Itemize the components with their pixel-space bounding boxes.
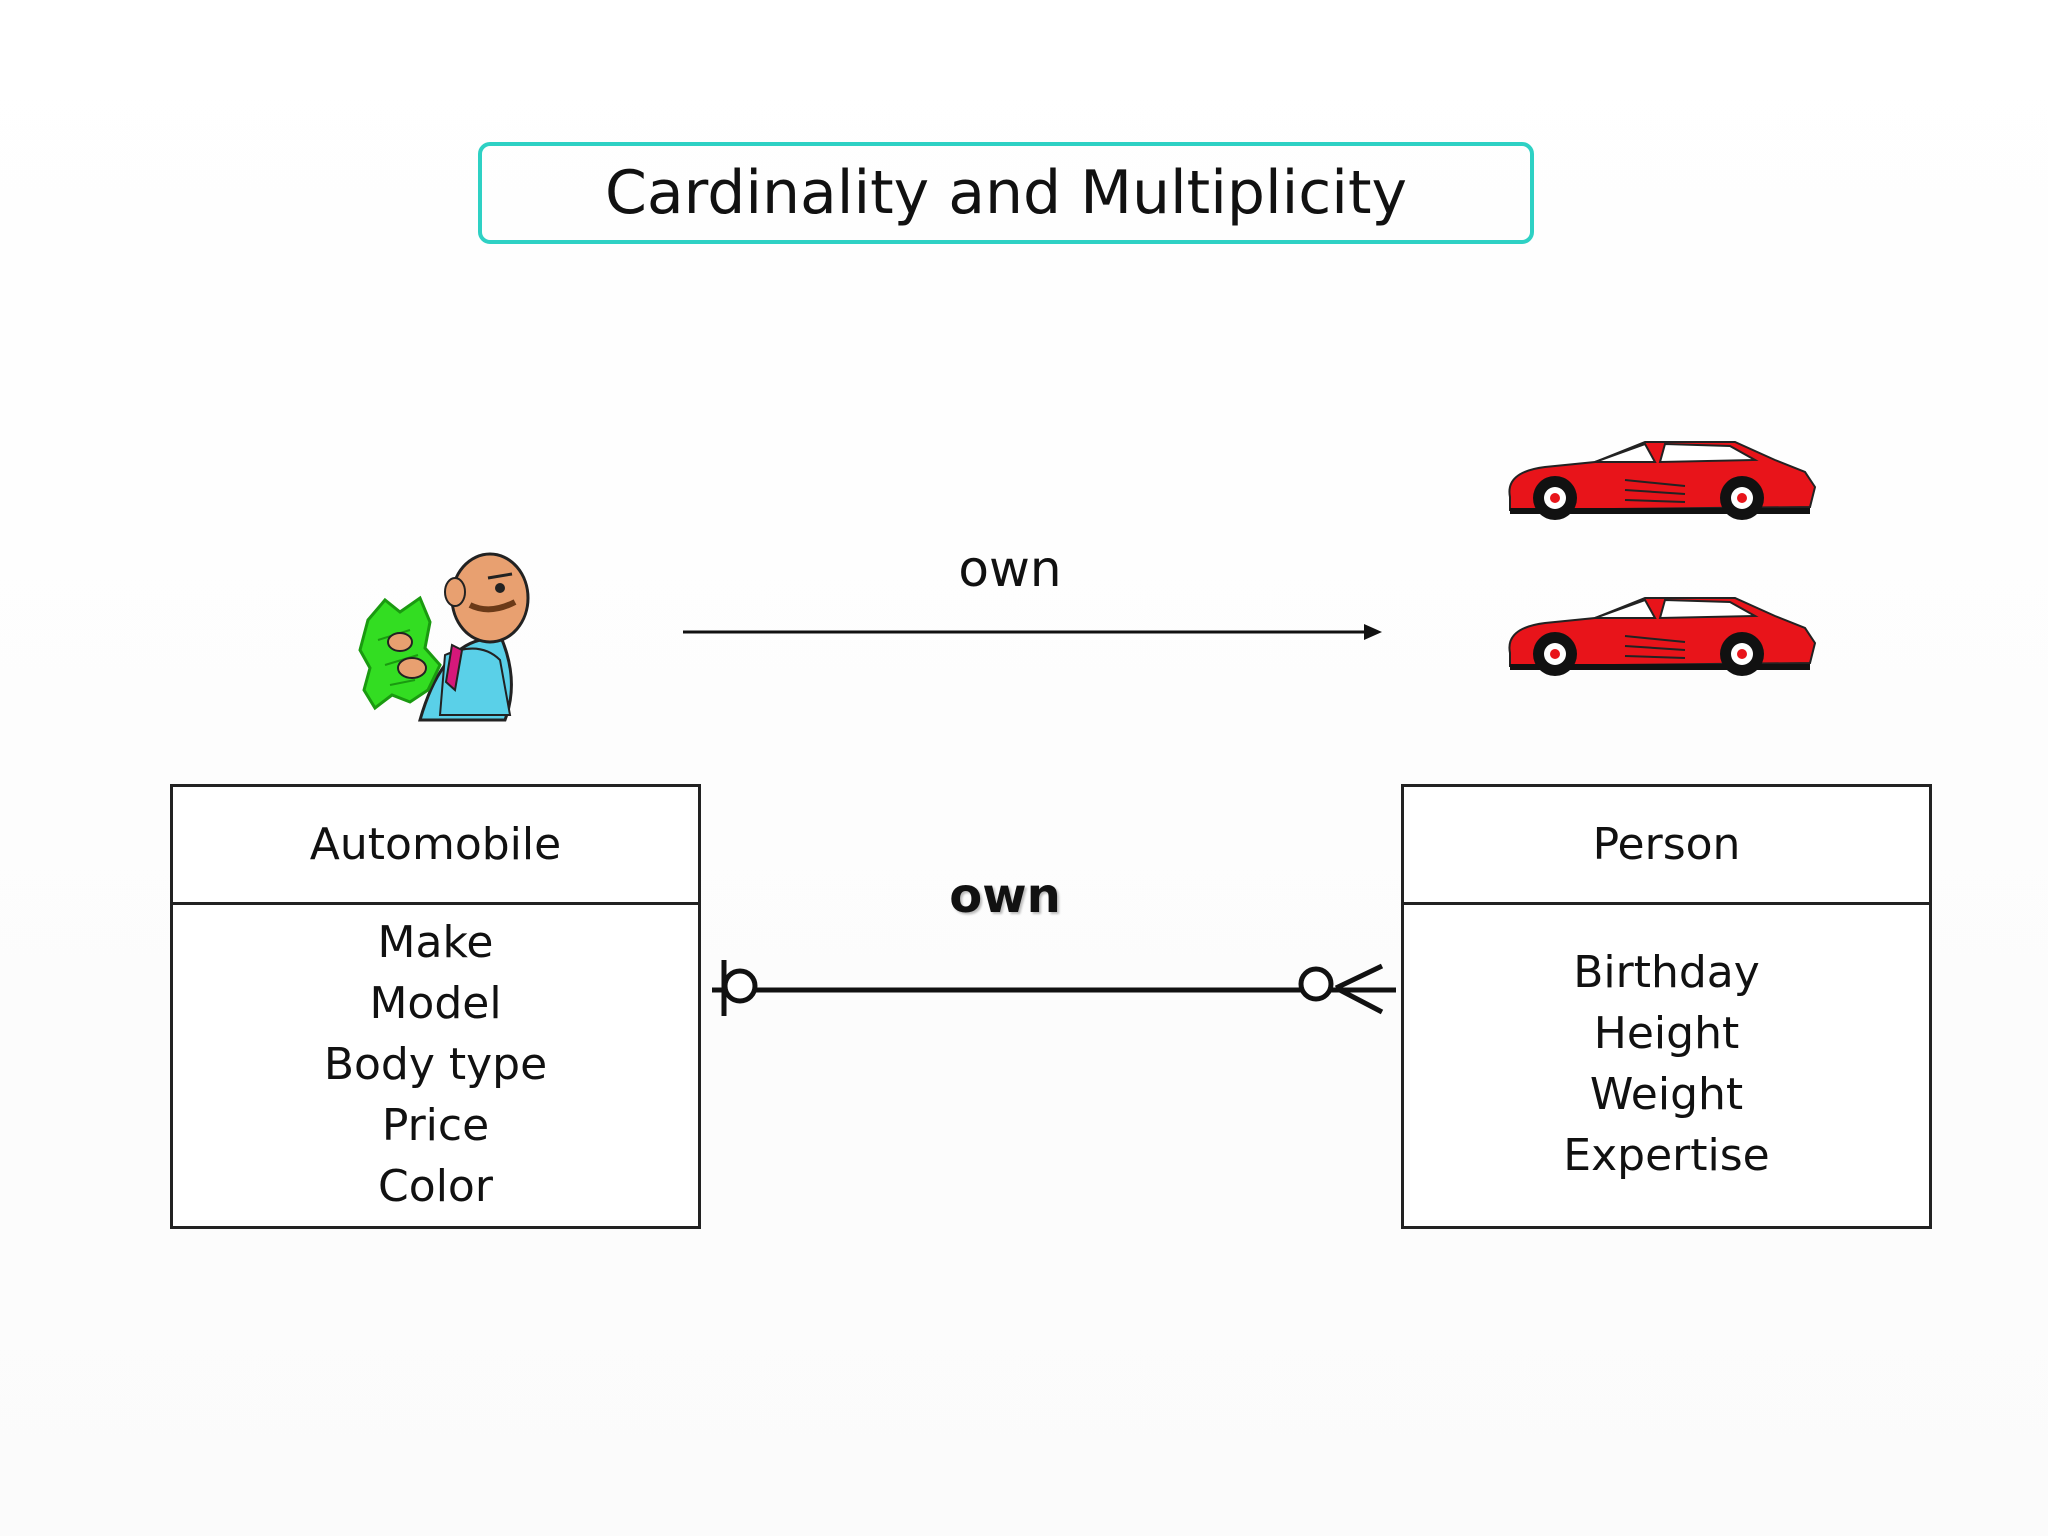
entity-attributes: Birthday Height Weight Expertise (1404, 905, 1929, 1223)
attribute: Price (381, 1099, 490, 1151)
attribute: Birthday (1573, 947, 1760, 998)
er-relationship-line (712, 960, 1396, 1016)
attribute: Body type (323, 1038, 548, 1090)
attribute: Expertise (1563, 1130, 1770, 1181)
entity-automobile: Automobile Make Model Body type Price Co… (170, 784, 701, 1229)
person-with-money-icon (358, 552, 530, 722)
attribute: Height (1593, 1008, 1740, 1059)
attribute: Model (369, 977, 502, 1029)
cardinality-zero-circle-right (1298, 966, 1334, 1002)
entity-person: Person Birthday Height Weight Expertise (1401, 784, 1932, 1229)
entity-attributes: Make Model Body type Price Color (173, 905, 698, 1223)
attribute: Make (377, 916, 494, 968)
attribute: Weight (1589, 1069, 1744, 1120)
entity-name: Person (1404, 787, 1929, 905)
relationship-label-er: own (949, 868, 1061, 924)
attribute: Color (378, 1160, 493, 1212)
crows-foot-lower (1334, 985, 1384, 1015)
red-sports-car-icon (1508, 597, 1817, 676)
crows-foot-upper (1334, 963, 1384, 991)
red-sports-car-icon (1508, 441, 1817, 520)
relationship-label-top: own (958, 540, 1062, 598)
entity-name: Automobile (173, 787, 698, 905)
slide-title: Cardinality and Multiplicity (478, 142, 1534, 244)
ownership-arrow (683, 624, 1382, 640)
cardinality-zero-circle-left (722, 968, 758, 1004)
